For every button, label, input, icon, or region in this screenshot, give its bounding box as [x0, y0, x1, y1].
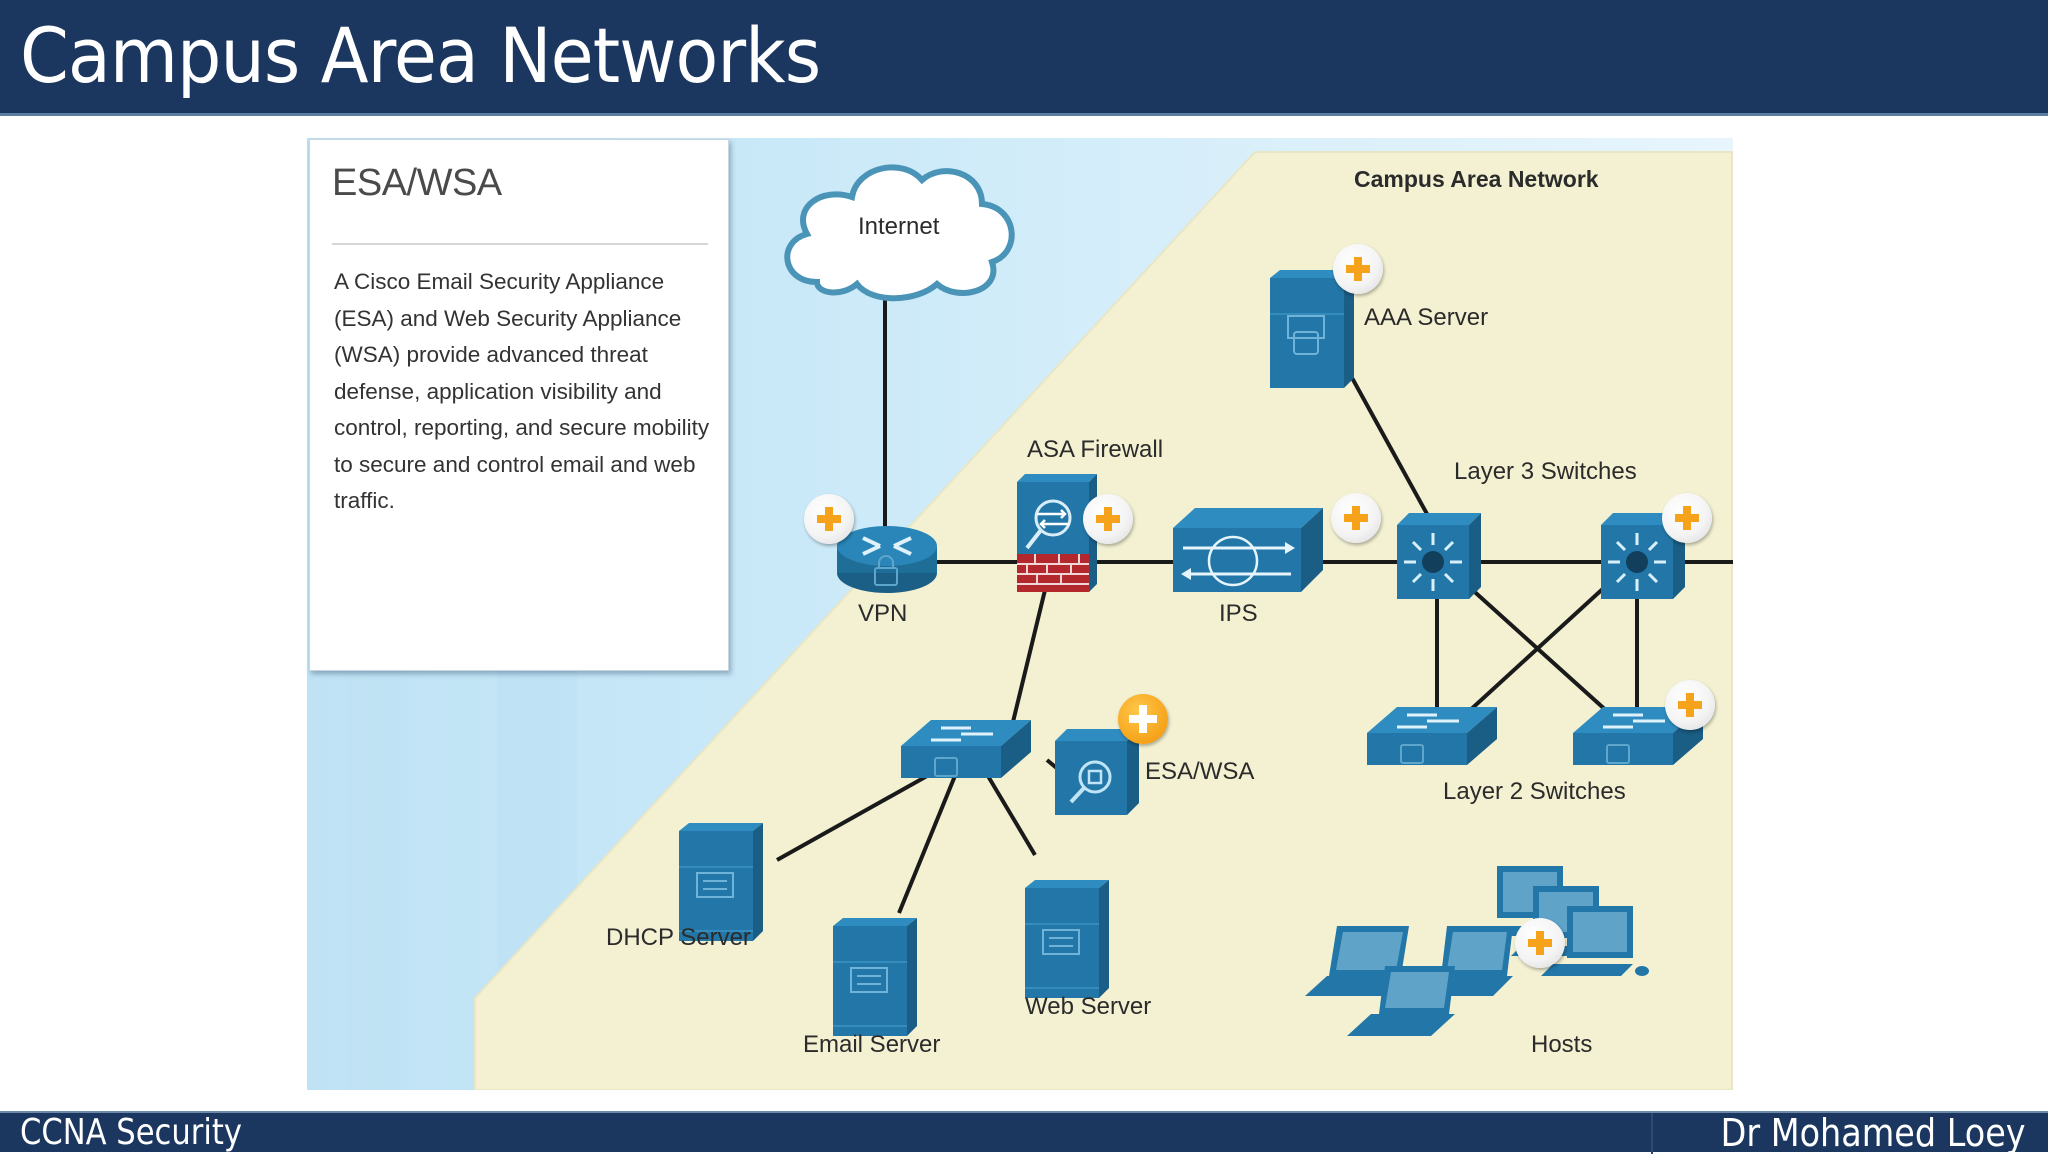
hotspot-vpn-button[interactable]	[804, 494, 854, 544]
slide-header: Campus Area Networks	[0, 0, 2048, 116]
asa-firewall-label: ASA Firewall	[1027, 436, 1164, 463]
hotspot-hosts-button[interactable]	[1515, 918, 1565, 968]
author-name: Dr Mohamed Loey	[1720, 1111, 2026, 1155]
link-access-dhcp	[776, 760, 953, 862]
plus-icon	[1675, 506, 1699, 530]
info-card: ESA/WSA A Cisco Email Security Appliance…	[309, 139, 729, 671]
layer2-switch-icon[interactable]	[1367, 703, 1503, 767]
link-aaa-l3	[1349, 375, 1434, 524]
hotspot-l3-button[interactable]	[1662, 493, 1712, 543]
internet-label: Internet	[858, 213, 940, 240]
hotspot-asa-button[interactable]	[1083, 494, 1133, 544]
hosts-label: Hosts	[1531, 1031, 1593, 1058]
plus-icon	[1678, 693, 1702, 717]
ips-label: IPS	[1219, 600, 1258, 627]
link-access-web	[980, 764, 1037, 857]
link-asa-access	[1010, 589, 1047, 727]
slide-title: Campus Area Networks	[20, 11, 821, 100]
dhcp-server-label: DHCP Server	[606, 924, 751, 951]
ips-icon[interactable]	[1173, 508, 1333, 594]
web-server-label: Web Server	[1025, 993, 1152, 1020]
link-access-email	[897, 765, 961, 914]
server-icon[interactable]	[1025, 878, 1115, 1002]
plus-icon	[817, 507, 841, 531]
server-lock-icon[interactable]	[1270, 268, 1360, 392]
course-name: CCNA Security	[20, 1112, 242, 1153]
layer3-switches-label: Layer 3 Switches	[1454, 458, 1637, 485]
aaa-server-label: AAA Server	[1364, 304, 1489, 331]
hotspot-esa-button[interactable]	[1118, 694, 1168, 744]
campus-area-region	[475, 152, 1732, 1090]
footer-divider	[1651, 1113, 1653, 1154]
vpn-label: VPN	[858, 600, 908, 627]
campus-area-label: Campus Area Network	[1354, 166, 1599, 192]
plus-icon	[1129, 705, 1157, 733]
plus-icon	[1528, 931, 1552, 955]
cloud-icon[interactable]	[777, 152, 1027, 312]
server-icon[interactable]	[833, 916, 923, 1040]
hotspot-aaa-button[interactable]	[1333, 244, 1383, 294]
info-card-title: ESA/WSA	[332, 162, 502, 204]
hotspot-ips-button[interactable]	[1331, 493, 1381, 543]
hotspot-l2-button[interactable]	[1665, 680, 1715, 730]
plus-icon	[1346, 257, 1370, 281]
email-server-label: Email Server	[803, 1031, 941, 1058]
layer3-switch-icon[interactable]	[1601, 513, 1691, 603]
server-icon[interactable]	[679, 821, 769, 945]
vpn-router-icon[interactable]	[835, 518, 945, 598]
esa-wsa-icon[interactable]	[1055, 729, 1145, 819]
info-card-body: A Cisco Email Security Appliance (ESA) a…	[334, 269, 710, 513]
plus-icon	[1344, 506, 1368, 530]
campus-area-border	[474, 151, 1733, 1090]
slide-footer: CCNA Security Dr Mohamed Loey	[0, 1111, 2048, 1155]
layer3-switch-icon[interactable]	[1397, 513, 1487, 603]
link-l3right-l2left	[1465, 583, 1609, 715]
info-card-divider	[332, 243, 708, 245]
esa-wsa-label: ESA/WSA	[1145, 758, 1255, 785]
hosts-icon[interactable]	[1297, 866, 1717, 1066]
plus-icon	[1096, 507, 1120, 531]
access-switch-icon[interactable]	[901, 716, 1037, 780]
layer2-switches-label: Layer 2 Switches	[1443, 778, 1626, 805]
